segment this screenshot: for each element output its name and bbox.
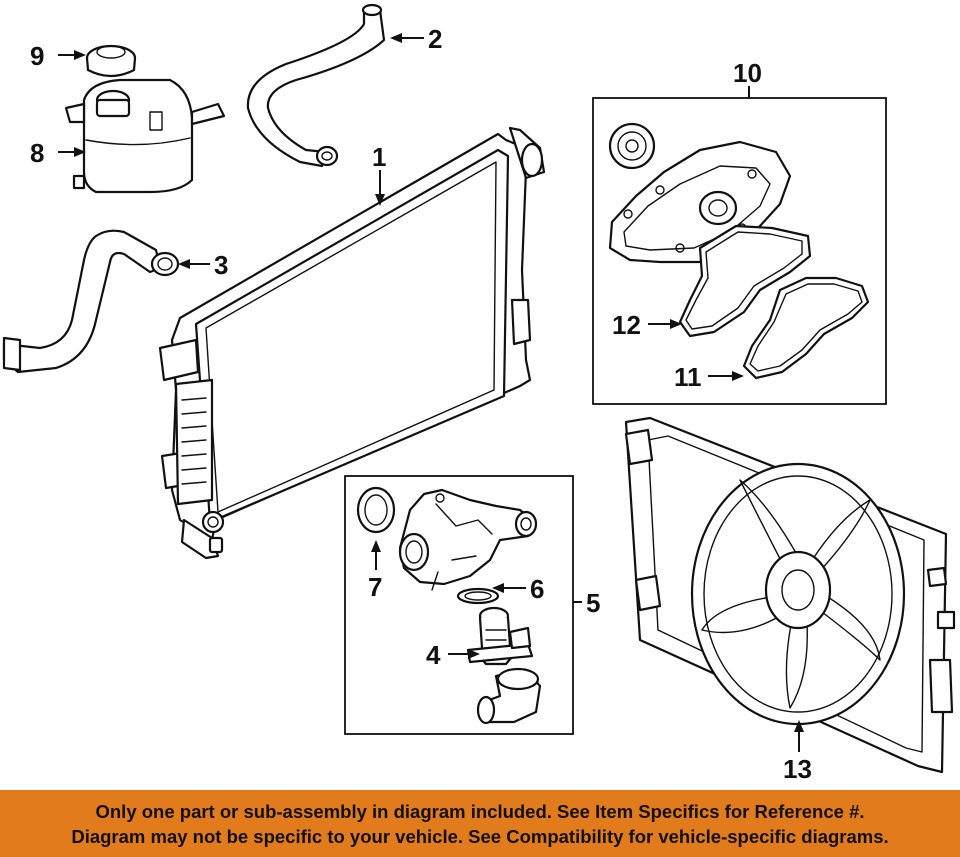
callout-3: 3 bbox=[214, 250, 228, 280]
callout-7: 7 bbox=[368, 572, 382, 602]
thermostat-housing bbox=[398, 488, 538, 591]
callout-2: 2 bbox=[428, 24, 442, 54]
callout-8: 8 bbox=[30, 138, 44, 168]
thermostat bbox=[466, 606, 534, 666]
water-pump-gasket-11 bbox=[742, 276, 870, 380]
callout-5: 5 bbox=[586, 588, 600, 618]
callout-6: 6 bbox=[530, 574, 544, 604]
reservoir-cap bbox=[85, 44, 137, 78]
disclaimer-line-1: Only one part or sub-assembly in diagram… bbox=[95, 800, 865, 822]
seal-ring bbox=[356, 486, 396, 534]
parts-diagram: 9 8 2 3 1 10 12 11 7 6 5 4 13 bbox=[2, 3, 956, 784]
lower-hose bbox=[2, 229, 180, 374]
disclaimer-line-2: Diagram may not be specific to your vehi… bbox=[71, 825, 889, 847]
callout-13: 13 bbox=[783, 754, 812, 784]
cooling-fan-shroud bbox=[624, 416, 956, 774]
thermostat-group-box bbox=[344, 475, 574, 735]
thermostat-outlet bbox=[476, 667, 542, 725]
callout-4: 4 bbox=[426, 640, 441, 670]
callout-9: 9 bbox=[30, 41, 44, 71]
disclaimer-banner: Only one part or sub-assembly in diagram… bbox=[0, 790, 960, 857]
diagram-canvas: 9 8 2 3 1 10 12 11 7 6 5 4 13 bbox=[2, 3, 956, 784]
callout-12: 12 bbox=[612, 310, 641, 340]
radiator bbox=[158, 126, 546, 560]
thermostat-o-ring bbox=[456, 587, 500, 605]
upper-hose bbox=[246, 3, 386, 168]
callout-11: 11 bbox=[674, 362, 702, 392]
callout-10: 10 bbox=[733, 58, 762, 88]
callout-pointers bbox=[58, 33, 804, 752]
water-pump-group-box bbox=[592, 97, 887, 405]
coolant-reservoir bbox=[64, 78, 226, 194]
callout-1: 1 bbox=[372, 142, 386, 172]
water-pump-gasket-12 bbox=[678, 224, 812, 338]
